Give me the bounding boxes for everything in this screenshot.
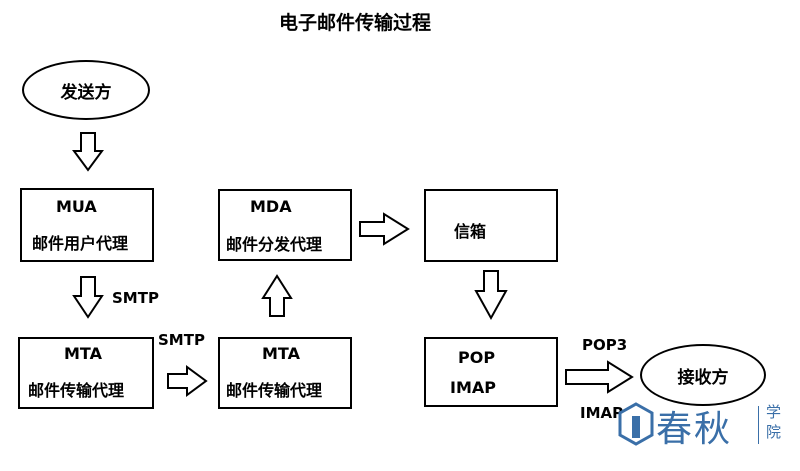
imap-label: IMAP xyxy=(580,404,624,422)
arrow-mua-to-mta xyxy=(72,276,104,319)
mta-right-box xyxy=(218,337,352,409)
mda-box xyxy=(218,189,352,261)
watermark-divider xyxy=(758,406,759,444)
pop3-label: POP3 xyxy=(582,336,628,354)
arrow-mta-to-mda xyxy=(261,274,293,317)
mua-box xyxy=(20,188,154,262)
mta-right-name: MTA xyxy=(262,344,300,363)
diagram-title: 电子邮件传输过程 xyxy=(278,12,431,34)
arrow-pop-to-receiver xyxy=(565,360,634,394)
watermark-side-text: 学院 xyxy=(766,403,782,441)
sender-node: 发送方 xyxy=(22,60,150,120)
smtp-label-1: SMTP xyxy=(112,289,159,307)
mda-name: MDA xyxy=(250,197,292,216)
logo-mark-icon xyxy=(618,402,654,446)
mua-name: MUA xyxy=(56,197,97,216)
watermark-logo: 春秋 学院 xyxy=(618,400,790,450)
mta-right-desc: 邮件传输代理 xyxy=(226,381,323,400)
mta-left-name: MTA xyxy=(64,344,102,363)
receiver-node: 接收方 xyxy=(640,344,766,406)
sender-label: 发送方 xyxy=(60,82,112,103)
pop-imap-box xyxy=(424,337,558,407)
arrow-mta-to-mta xyxy=(167,365,208,397)
arrow-mailbox-to-pop xyxy=(474,270,508,321)
mailbox-box xyxy=(424,189,558,262)
mua-desc: 邮件用户代理 xyxy=(32,234,129,253)
arrow-sender-to-mua xyxy=(72,132,104,172)
receiver-label: 接收方 xyxy=(677,367,729,388)
mta-left-box xyxy=(18,337,154,409)
watermark-text: 春秋 xyxy=(656,409,733,450)
imap-box-label: IMAP xyxy=(450,378,496,397)
mta-left-desc: 邮件传输代理 xyxy=(28,381,125,400)
smtp-label-2: SMTP xyxy=(158,331,205,349)
mda-desc: 邮件分发代理 xyxy=(226,235,323,254)
mailbox-label: 信箱 xyxy=(454,222,487,241)
arrow-mda-to-mailbox xyxy=(359,212,410,246)
pop-label: POP xyxy=(458,348,496,367)
